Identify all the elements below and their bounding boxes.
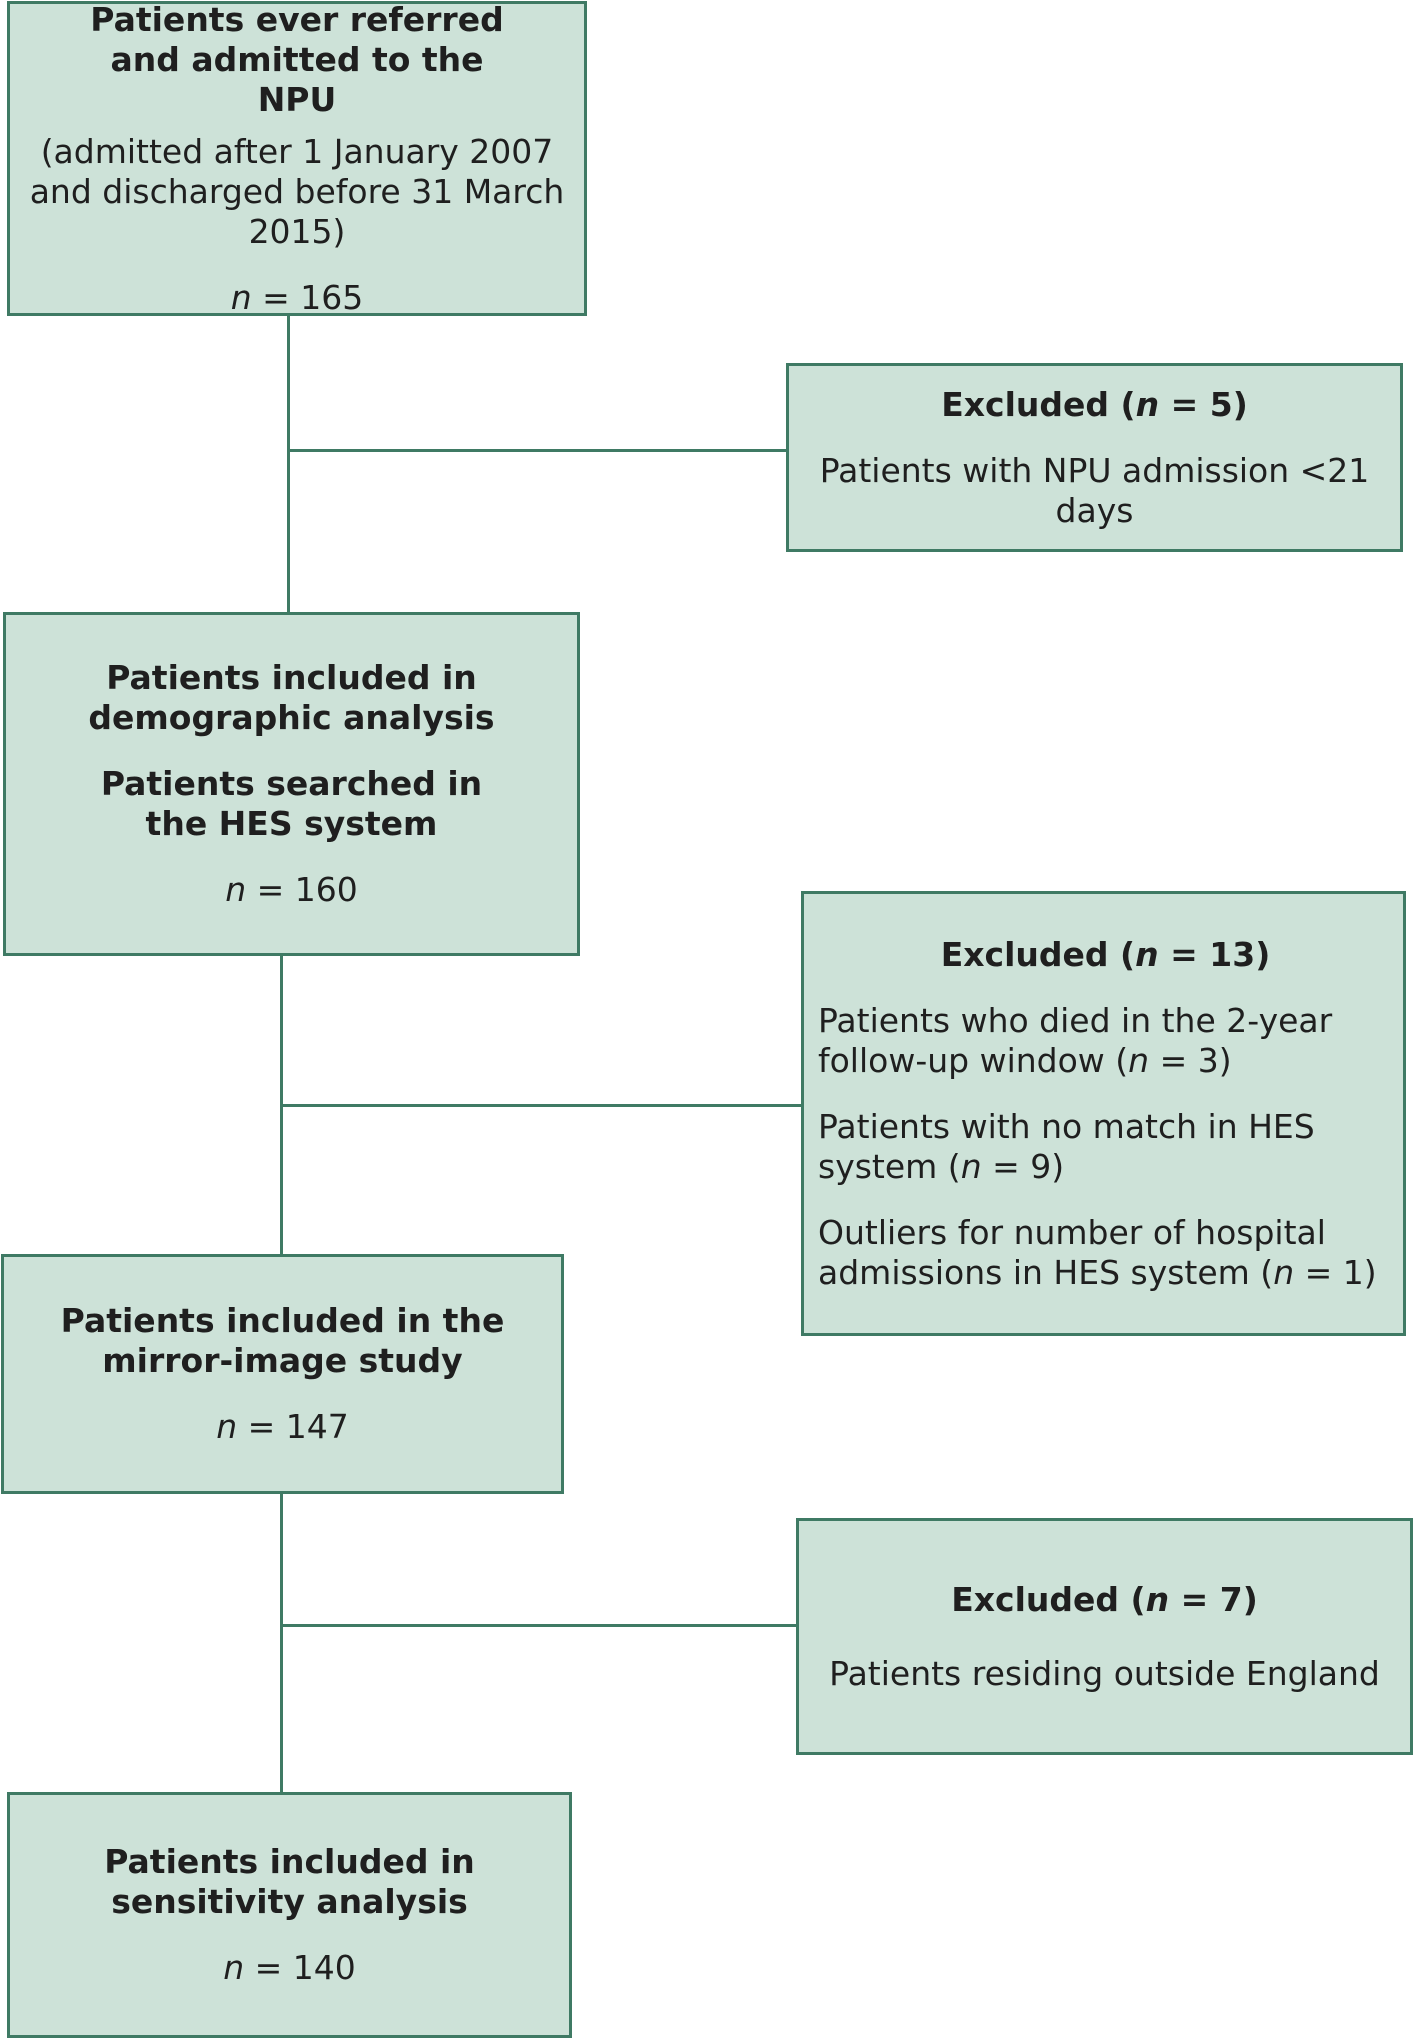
connector-to-excluded-2 <box>280 1104 802 1107</box>
box-hes-search-title: Patients searched in the HES system <box>100 764 483 843</box>
excluded-2-item-no-match: Patients with no match in HES system (n … <box>818 1106 1315 1186</box>
box-excluded-2: Excluded (n = 13) Patients who died in t… <box>801 891 1406 1336</box>
box-referred-count: n = 165 <box>230 277 364 317</box>
box-demographic-count: n = 160 <box>225 870 358 909</box>
connector-to-excluded-1 <box>287 449 788 452</box>
box-sensitivity-analysis: Patients included in sensitivity analysi… <box>7 1792 572 2038</box>
box-mirror-count: n = 147 <box>216 1407 349 1446</box>
box-demographic-title: Patients included in demographic analysi… <box>88 658 495 737</box>
excluded-1-title: Excluded (n = 5) <box>941 384 1248 424</box>
connector-3-4 <box>280 1493 283 1793</box>
excluded-3-title: Excluded (n = 7) <box>951 1579 1258 1619</box>
box-excluded-3: Excluded (n = 7) Patients residing outsi… <box>796 1518 1413 1755</box>
box-mirror-title: Patients included in the mirror-image st… <box>60 1301 505 1380</box>
connector-1-2 <box>287 313 290 613</box>
excluded-2-item-outliers: Outliers for number of hospital admissio… <box>818 1212 1377 1292</box>
excluded-2-title: Excluded (n = 13) <box>940 934 1271 974</box>
box-referred-title: Patients ever referred and admitted to t… <box>90 0 504 119</box>
box-mirror-image-study: Patients included in the mirror-image st… <box>1 1254 564 1494</box>
connector-to-excluded-3 <box>280 1624 798 1627</box>
box-sensitivity-title: Patients included in sensitivity analysi… <box>104 1842 475 1921</box>
excluded-1-desc: Patients with NPU admission <21 days <box>819 450 1370 530</box>
box-demographic-analysis: Patients included in demographic analysi… <box>3 612 580 956</box>
box-referred-admitted: Patients ever referred and admitted to t… <box>7 0 587 317</box>
box-referred-subtitle: (admitted after 1 January 2007 and disch… <box>29 131 565 251</box>
box-excluded-1: Excluded (n = 5) Patients with NPU admis… <box>786 363 1403 552</box>
excluded-2-item-died: Patients who died in the 2-year follow-u… <box>818 1000 1333 1080</box>
excluded-3-desc: Patients residing outside England <box>829 1653 1380 1693</box>
box-sensitivity-count: n = 140 <box>223 1948 356 1987</box>
